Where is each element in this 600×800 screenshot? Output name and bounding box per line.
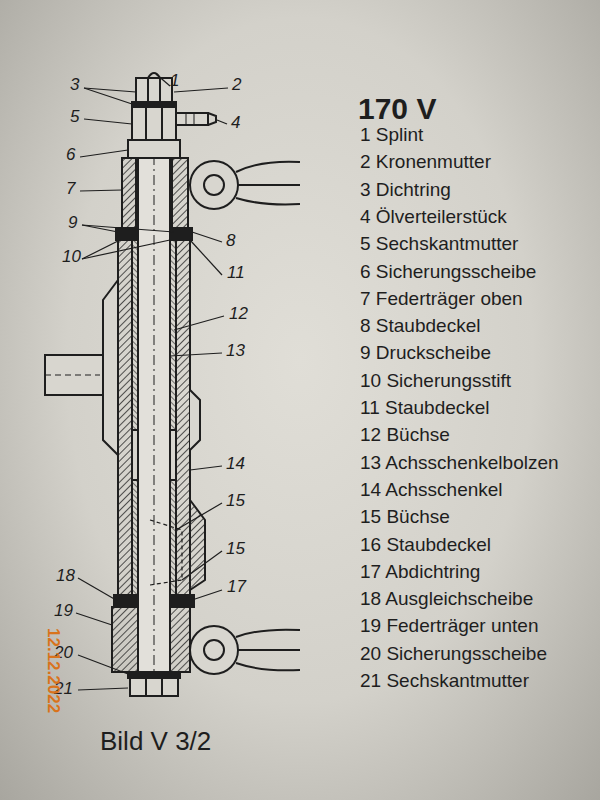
part-list-entry: 6 Sicherungsscheibe <box>360 262 536 283</box>
part-list-entry: 5 Sechskantmutter <box>360 234 518 255</box>
title: 170 V <box>358 92 436 125</box>
leader-lines <box>76 74 228 690</box>
callout-number: 5 <box>70 108 79 127</box>
part-list-entry: 4 Ölverteilerstück <box>360 207 507 228</box>
part-list-entry: 19 Federträger unten <box>360 616 539 637</box>
part-list-entry: 10 Sicherungsstift <box>360 371 511 392</box>
callout-number: 4 <box>231 114 240 133</box>
part-list-entry: 12 Büchse <box>360 425 450 446</box>
date-stamp: 12.12.2022 <box>43 628 62 713</box>
callout-number: 10 <box>62 248 81 267</box>
callout-number: 13 <box>226 342 245 361</box>
part-list-entry: 21 Sechskantmutter <box>360 671 529 692</box>
callout-number: 3 <box>70 76 79 95</box>
part-list-entry: 14 Achsschenkel <box>360 480 503 501</box>
part-list-entry: 11 Staubdeckel <box>360 398 490 419</box>
callout-number: 6 <box>66 146 75 165</box>
callout-number: 12 <box>229 305 248 324</box>
callout-number: 17 <box>227 578 246 597</box>
callout-number: 14 <box>226 455 245 474</box>
callout-number: 19 <box>54 602 73 621</box>
callout-number: 15 <box>226 492 245 511</box>
part-list-entry: 15 Büchse <box>360 507 450 528</box>
part-list-entry: 20 Sicherungsscheibe <box>360 644 547 665</box>
callout-number: 8 <box>226 232 235 251</box>
part-list-entry: 9 Druckscheibe <box>360 343 491 364</box>
callout-number: 15 <box>226 540 245 559</box>
part-list-entry: 8 Staubdeckel <box>360 316 480 337</box>
callout-number: 18 <box>56 567 75 586</box>
caption: Bild V 3/2 <box>100 727 211 756</box>
callout-number: 1 <box>170 72 179 91</box>
callout-number: 11 <box>227 264 245 283</box>
part-list-entry: 16 Staubdeckel <box>360 535 491 556</box>
part-list-entry: 7 Federträger oben <box>360 289 523 310</box>
callout-number: 7 <box>66 180 75 199</box>
callout-number: 9 <box>68 214 77 233</box>
part-list-entry: 17 Abdichtring <box>360 562 480 583</box>
part-list-entry: 3 Dichtring <box>360 180 451 201</box>
part-list-entry: 2 Kronenmutter <box>360 152 491 173</box>
part-list-entry: 18 Ausgleichscheibe <box>360 589 533 610</box>
part-list-entry: 1 Splint <box>360 125 423 146</box>
callout-number: 2 <box>232 76 241 95</box>
part-list-entry: 13 Achsschenkelbolzen <box>360 453 559 474</box>
